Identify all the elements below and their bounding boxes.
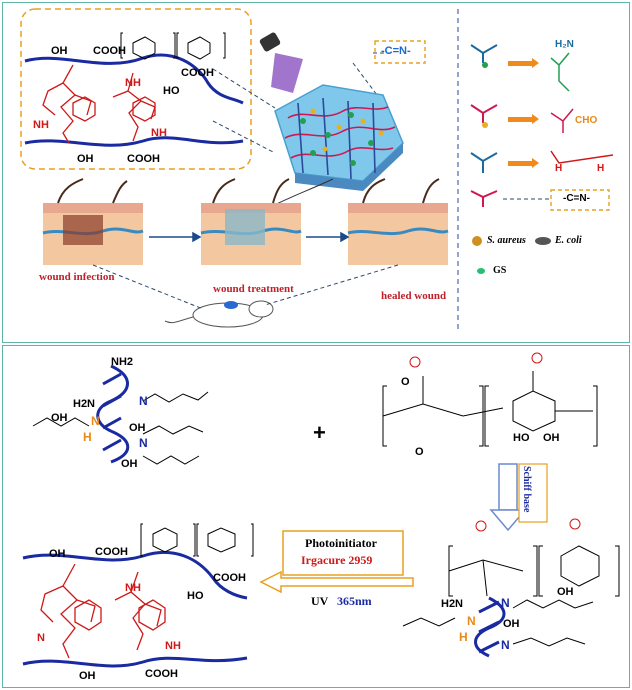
label-h2n: H2N <box>73 398 96 410</box>
skin-infection <box>42 178 144 265</box>
label-nh2: NH2 <box>111 356 134 368</box>
label-cooh: COOH <box>127 153 160 165</box>
stage-wound-treatment: wound treatment <box>213 283 294 295</box>
label-oh: OH <box>79 670 96 682</box>
label-n: N <box>501 596 510 610</box>
label-cooh: COOH <box>93 45 126 57</box>
stage-wound-infection: wound infection <box>39 271 115 283</box>
label-oh: OH <box>557 586 574 598</box>
bottom-panel: NH2 H2N N N H OH OH N OH + O O HO OH OH … <box>2 345 630 688</box>
uv-arrow <box>259 570 414 594</box>
legend-cho: CHO <box>575 115 598 126</box>
uv-label: UV <box>311 594 329 608</box>
gs-icon <box>477 268 485 274</box>
schiff-base-arrow <box>489 463 548 532</box>
label-nh: NH <box>165 640 181 652</box>
label-n: N <box>91 414 100 428</box>
e-coli-icon <box>535 237 551 245</box>
legend-h: H <box>555 163 563 174</box>
label-oh: OH <box>129 422 146 434</box>
imine-box <box>374 40 426 64</box>
mouse-icon <box>164 300 274 328</box>
label-n: N <box>139 436 148 450</box>
label-n: N <box>501 638 510 652</box>
label-o: O <box>415 446 424 458</box>
label-nh: NH <box>125 77 141 89</box>
label-oh: OH <box>121 458 138 470</box>
label-cooh: COOH <box>181 67 214 79</box>
skin-healed <box>347 178 449 265</box>
label-ho: HO <box>163 85 180 97</box>
label-nh: NH <box>151 127 167 139</box>
label-cooh: COOH <box>95 546 128 558</box>
stage-healed-wound: healed wound <box>381 290 447 302</box>
bottom-diagram <box>22 352 620 668</box>
label-n: N <box>467 614 476 628</box>
uv-lamp-icon <box>259 32 303 93</box>
label-ho: HO <box>513 432 530 444</box>
top-diagram <box>20 8 614 333</box>
label-oh: OH <box>543 432 560 444</box>
label-nh: NH <box>33 119 49 131</box>
label-oh: OH <box>51 412 68 424</box>
label-oh: OH <box>503 618 520 630</box>
plus-sign: + <box>313 420 326 445</box>
legend-e-coli: E. coli <box>555 235 582 246</box>
photoinitiator-name: Irgacure 2959 <box>301 553 373 567</box>
uv-wavelength: 365nm <box>337 594 372 608</box>
label-cooh: COOH <box>213 572 246 584</box>
label-oh: OH <box>77 153 94 165</box>
label-o: O <box>401 376 410 388</box>
legend-h2n: H₂N <box>555 39 574 50</box>
skin-treatment <box>200 178 302 265</box>
amine-polymer-bound <box>474 596 506 658</box>
label-cooh: COOH <box>145 668 178 680</box>
legend-s-aureus: S. aureus <box>487 235 526 246</box>
schiff-base-label: Schiff base <box>521 466 532 513</box>
label-oh: OH <box>49 548 66 560</box>
s-aureus-icon <box>472 236 482 246</box>
label-oh: OH <box>51 45 68 57</box>
imine-label: -C=N- <box>381 45 411 57</box>
photoinitiator-box <box>282 530 404 576</box>
label-n: N <box>37 632 45 644</box>
label-h: H <box>459 630 468 644</box>
legend-gs: GS <box>493 265 507 276</box>
structure-box <box>20 8 252 170</box>
photoinitiator-title: Photoinitiator <box>305 536 377 550</box>
label-nh: NH <box>125 582 141 594</box>
polysaccharide <box>382 371 598 447</box>
legend-h: H <box>597 163 605 174</box>
legend-imine: -C=N- <box>563 193 590 204</box>
label-h2n: H2N <box>441 598 464 610</box>
label-h: H <box>83 430 92 444</box>
amine-polymer <box>96 364 130 464</box>
label-n: N <box>139 394 148 408</box>
label-ho: HO <box>187 590 204 602</box>
product-network <box>22 523 254 668</box>
top-panel: OH COOH COOH HO NH NH NH OH COOH -C=N- w… <box>2 2 630 343</box>
